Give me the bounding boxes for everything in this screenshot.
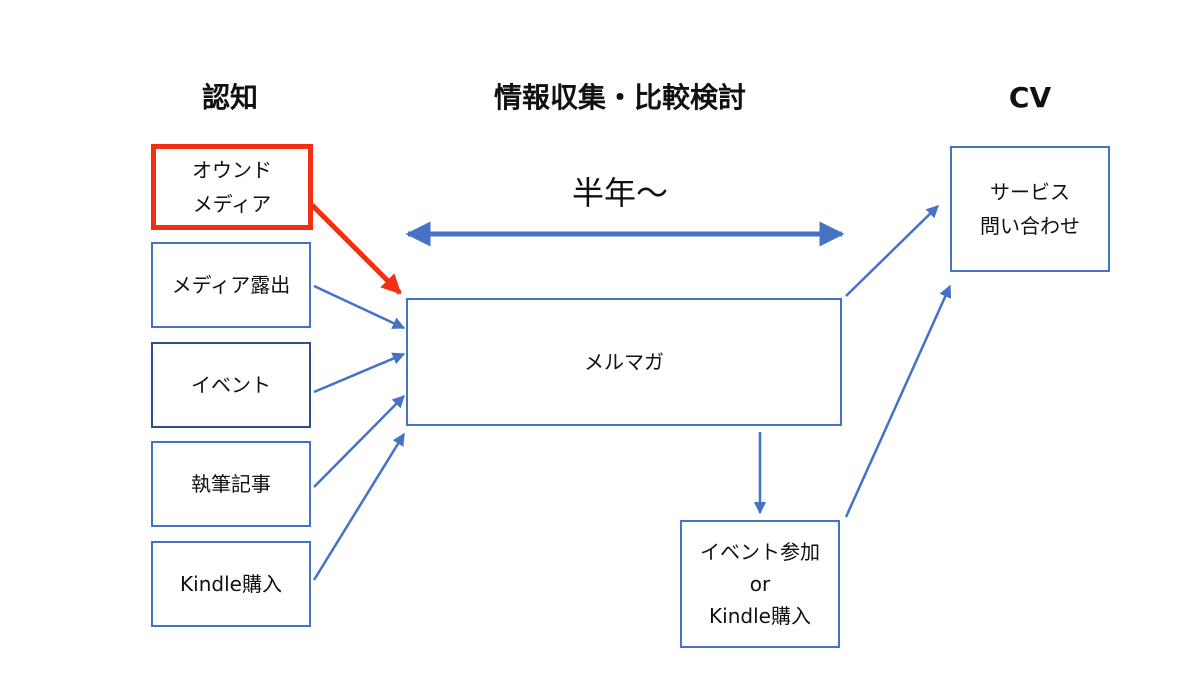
goal-inquiry: サービス 問い合わせ [950, 146, 1110, 272]
source-media-exposure: メディア露出 [151, 242, 311, 328]
arrow-media-exposure-to-newsletter [313, 284, 406, 330]
arrow-newsletter-to-inquiry [845, 205, 939, 297]
heading-awareness: 認知 [201, 81, 258, 114]
source-owned-media-label: オウンド メディア [192, 158, 272, 216]
arrow-kindle-to-newsletter [312, 432, 406, 581]
source-kindle: Kindle購入 [151, 541, 311, 627]
arrow-owned-media-to-newsletter [310, 203, 402, 295]
period-label: 半年〜 [571, 174, 668, 212]
heading-cv: CV [1008, 81, 1052, 114]
conversion-step: イベント参加 or Kindle購入 [680, 520, 840, 648]
source-owned-media: オウンド メディア [151, 144, 313, 230]
source-writing: 執筆記事 [151, 441, 311, 527]
arrow-event-to-newsletter [313, 352, 406, 394]
heading-research: 情報収集・比較検討 [493, 81, 746, 114]
newsletter-hub: メルマガ [406, 298, 842, 426]
goal-inquiry-label: サービス 問い合わせ [980, 180, 1080, 238]
arrow-writing-to-newsletter [313, 395, 405, 488]
source-event-label: イベント [191, 373, 271, 397]
source-media-exposure-label: メディア露出 [171, 273, 291, 297]
newsletter-hub-label: メルマガ [584, 350, 664, 374]
source-event: イベント [151, 342, 311, 428]
source-kindle-label: Kindle購入 [180, 572, 282, 596]
conversion-step-label: イベント参加 or Kindle購入 [700, 540, 820, 628]
arrow-event-participation-to-inquiry [844, 284, 952, 518]
source-writing-label: 執筆記事 [191, 472, 271, 496]
